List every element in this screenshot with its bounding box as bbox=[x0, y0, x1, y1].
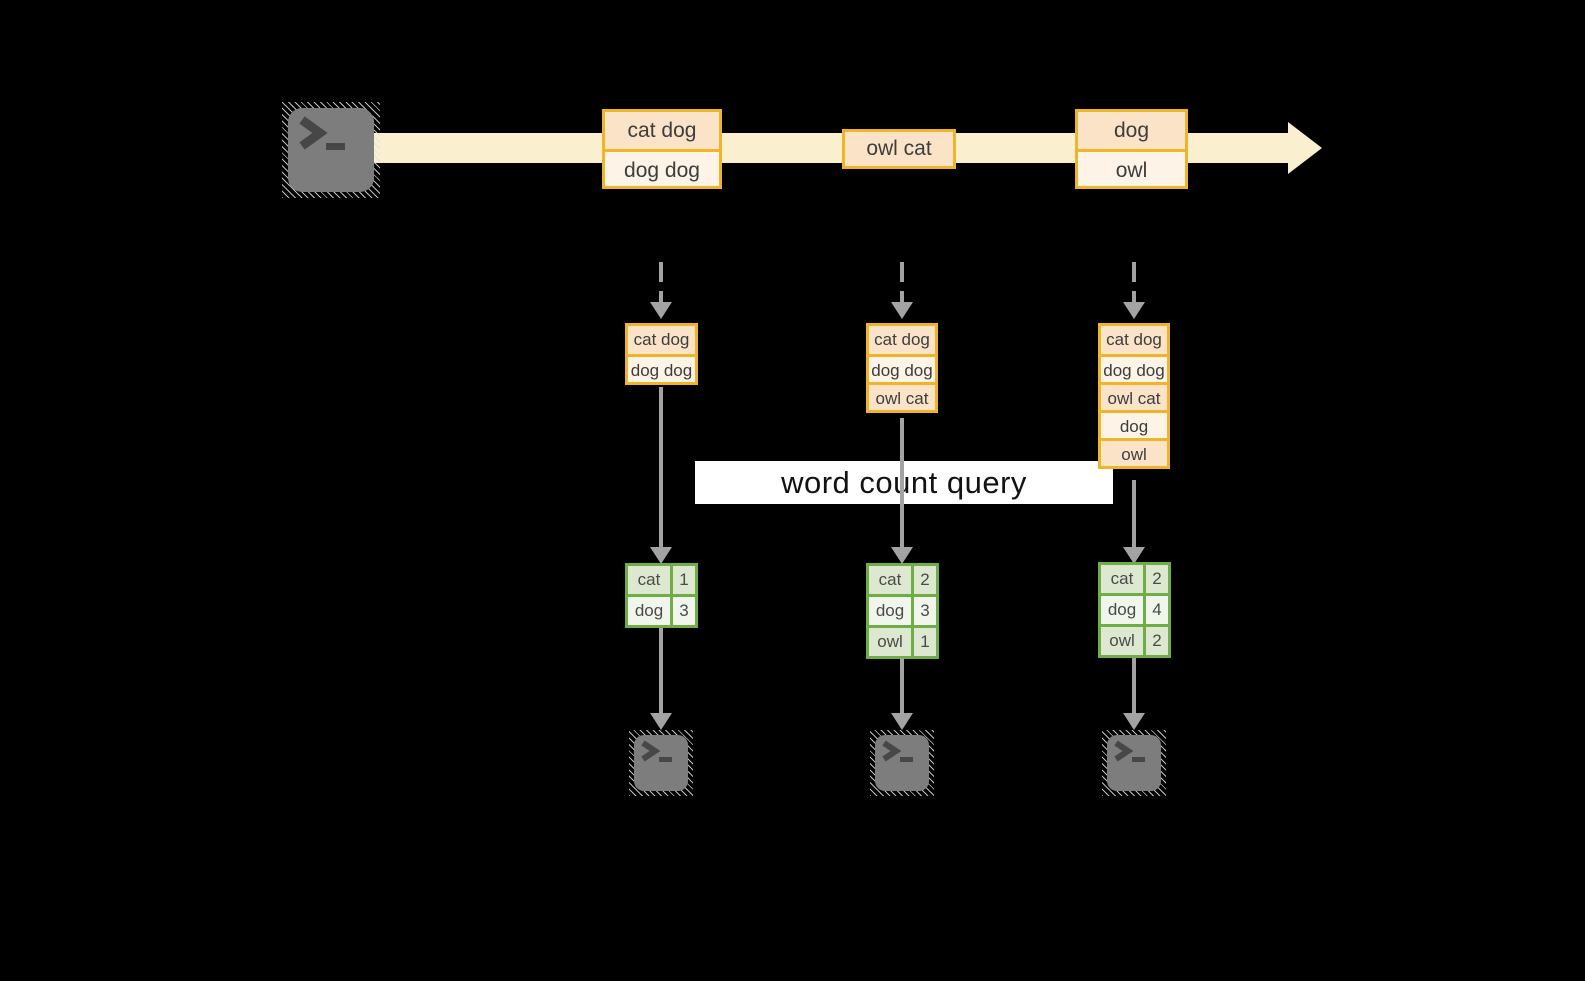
buffer-box: cat dog dog dog bbox=[625, 323, 698, 385]
stream-record: owl cat bbox=[842, 129, 956, 169]
query-label-text: word count query bbox=[781, 464, 1027, 500]
count-value-cell: 4 bbox=[1146, 596, 1168, 624]
count-word-cell: cat bbox=[628, 566, 670, 594]
output-arrow bbox=[659, 628, 663, 714]
count-word-cell: cat bbox=[869, 566, 911, 594]
output-arrow bbox=[900, 658, 904, 714]
prompt-glyph-icon bbox=[882, 740, 913, 762]
query-label: word count query bbox=[695, 461, 1113, 504]
count-word-cell: owl bbox=[869, 628, 911, 656]
count-table: cat 1 dog 3 bbox=[625, 563, 698, 628]
buffer-cell: owl bbox=[1101, 438, 1167, 466]
output-arrowhead-icon bbox=[650, 713, 672, 730]
query-arrow bbox=[900, 418, 904, 547]
record-cell: owl cat bbox=[845, 132, 953, 166]
stream-arrowhead-icon bbox=[1288, 122, 1322, 174]
count-value-cell: 3 bbox=[914, 597, 936, 625]
terminal-icon bbox=[870, 730, 934, 796]
buffer-box: cat dog dog dog owl cat dog owl bbox=[1098, 323, 1170, 469]
buffer-cell: dog dog bbox=[628, 354, 695, 382]
terminal-icon bbox=[282, 102, 380, 198]
count-value-cell: 2 bbox=[1146, 627, 1168, 655]
count-table: cat 2 dog 3 owl 1 bbox=[866, 563, 939, 659]
count-value-cell: 2 bbox=[1146, 565, 1168, 593]
output-arrowhead-icon bbox=[1123, 713, 1145, 730]
query-arrow bbox=[659, 387, 663, 547]
buffer-cell: cat dog bbox=[1101, 326, 1167, 354]
stream-record: dog owl bbox=[1075, 109, 1188, 189]
query-arrowhead-icon bbox=[650, 547, 672, 564]
count-word-cell: dog bbox=[1101, 596, 1143, 624]
count-value-cell: 1 bbox=[914, 628, 936, 656]
record-cell: dog dog bbox=[605, 149, 719, 186]
prompt-glyph-icon bbox=[299, 116, 345, 150]
query-arrow bbox=[1132, 480, 1136, 547]
buffer-cell: cat dog bbox=[628, 326, 695, 354]
count-word-cell: dog bbox=[628, 597, 670, 625]
ingest-arrow bbox=[659, 262, 663, 303]
buffer-cell: owl cat bbox=[869, 382, 935, 410]
query-arrowhead-icon bbox=[1123, 547, 1145, 564]
output-arrow bbox=[1132, 658, 1136, 714]
buffer-cell: cat dog bbox=[869, 326, 935, 354]
prompt-glyph-icon bbox=[641, 740, 672, 762]
record-cell: owl bbox=[1078, 149, 1185, 186]
buffer-cell: dog dog bbox=[1101, 354, 1167, 382]
buffer-cell: dog bbox=[1101, 410, 1167, 438]
count-table: cat 2 dog 4 owl 2 bbox=[1098, 562, 1171, 658]
query-arrowhead-icon bbox=[891, 547, 913, 564]
buffer-cell: owl cat bbox=[1101, 382, 1167, 410]
buffer-box: cat dog dog dog owl cat bbox=[866, 323, 938, 413]
count-value-cell: 1 bbox=[673, 566, 695, 594]
record-cell: dog bbox=[1078, 112, 1185, 149]
ingest-arrowhead-icon bbox=[891, 302, 913, 319]
ingest-arrow bbox=[900, 262, 904, 303]
prompt-glyph-icon bbox=[1114, 740, 1145, 762]
stream-record: cat dog dog dog bbox=[602, 109, 722, 189]
count-word-cell: dog bbox=[869, 597, 911, 625]
ingest-arrowhead-icon bbox=[1123, 302, 1145, 319]
count-value-cell: 3 bbox=[673, 597, 695, 625]
ingest-arrowhead-icon bbox=[650, 302, 672, 319]
output-arrowhead-icon bbox=[891, 713, 913, 730]
buffer-cell: dog dog bbox=[869, 354, 935, 382]
count-word-cell: owl bbox=[1101, 627, 1143, 655]
ingest-arrow bbox=[1132, 262, 1136, 303]
count-value-cell: 2 bbox=[914, 566, 936, 594]
terminal-icon bbox=[1102, 730, 1166, 796]
terminal-icon bbox=[629, 730, 693, 796]
count-word-cell: cat bbox=[1101, 565, 1143, 593]
record-cell: cat dog bbox=[605, 112, 719, 149]
